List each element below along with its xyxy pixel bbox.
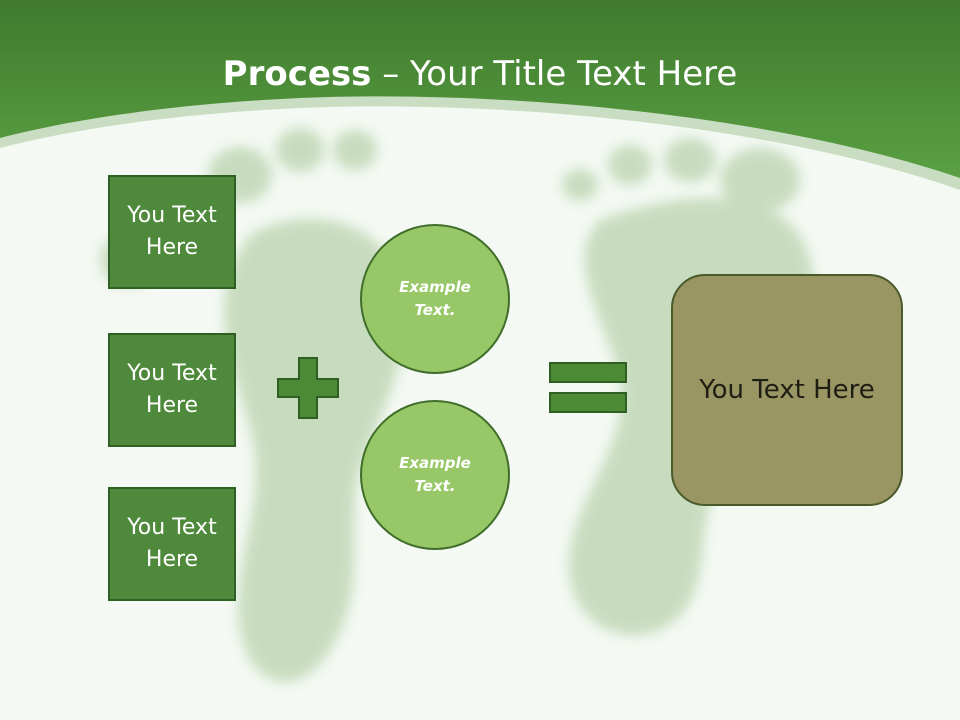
plus-icon	[277, 357, 339, 419]
example-circle-1[interactable]: Example Text.	[360, 224, 510, 374]
title-rest: Your Title Text Here	[410, 54, 738, 94]
example-circle-1-label: Example Text.	[399, 278, 471, 319]
title-bold: Process	[222, 54, 372, 94]
text-box-2-label: You Text Here	[127, 361, 217, 418]
equals-icon	[549, 362, 627, 413]
example-circle-2[interactable]: Example Text.	[360, 400, 510, 550]
text-box-3-label: You Text Here	[127, 515, 217, 572]
text-box-1[interactable]: You Text Here	[108, 175, 236, 289]
title-separator: –	[371, 54, 411, 94]
header-band	[0, 0, 960, 190]
example-circle-2-label: Example Text.	[399, 454, 471, 495]
result-box-label: You Text Here	[699, 375, 875, 405]
result-box[interactable]: You Text Here	[671, 274, 903, 506]
text-box-2[interactable]: You Text Here	[108, 333, 236, 447]
text-box-1-label: You Text Here	[127, 203, 217, 260]
page-title: Process – Your Title Text Here	[0, 52, 960, 96]
text-box-3[interactable]: You Text Here	[108, 487, 236, 601]
